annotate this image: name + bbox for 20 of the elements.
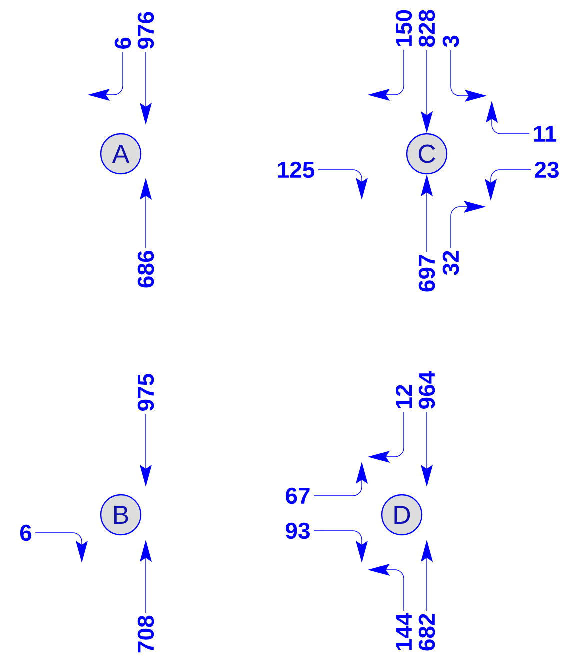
volume-label: 23 [535, 162, 559, 178]
volume-label: 3 [442, 36, 460, 48]
volume-label: 975 [138, 374, 154, 411]
volume-label: 708 [138, 616, 154, 653]
volume-label: 93 [286, 522, 310, 540]
volume-label: 11 [534, 126, 557, 142]
volume-label: 682 [418, 614, 436, 651]
volume-label: 12 [396, 385, 412, 408]
volume-label: 828 [418, 10, 436, 48]
volume-label: 6 [20, 524, 32, 542]
volume-label: 6 [114, 38, 132, 49]
volume-label: 976 [138, 12, 154, 49]
volume-label: 964 [418, 372, 436, 409]
volume-label: 686 [138, 251, 154, 288]
volume-label: 144 [396, 613, 412, 650]
volume-label: 67 [286, 488, 310, 504]
volume-label: 125 [278, 162, 315, 178]
volume-label: 150 [396, 10, 412, 46]
volume-label: 32 [442, 251, 460, 276]
volume-label: 697 [418, 255, 436, 292]
